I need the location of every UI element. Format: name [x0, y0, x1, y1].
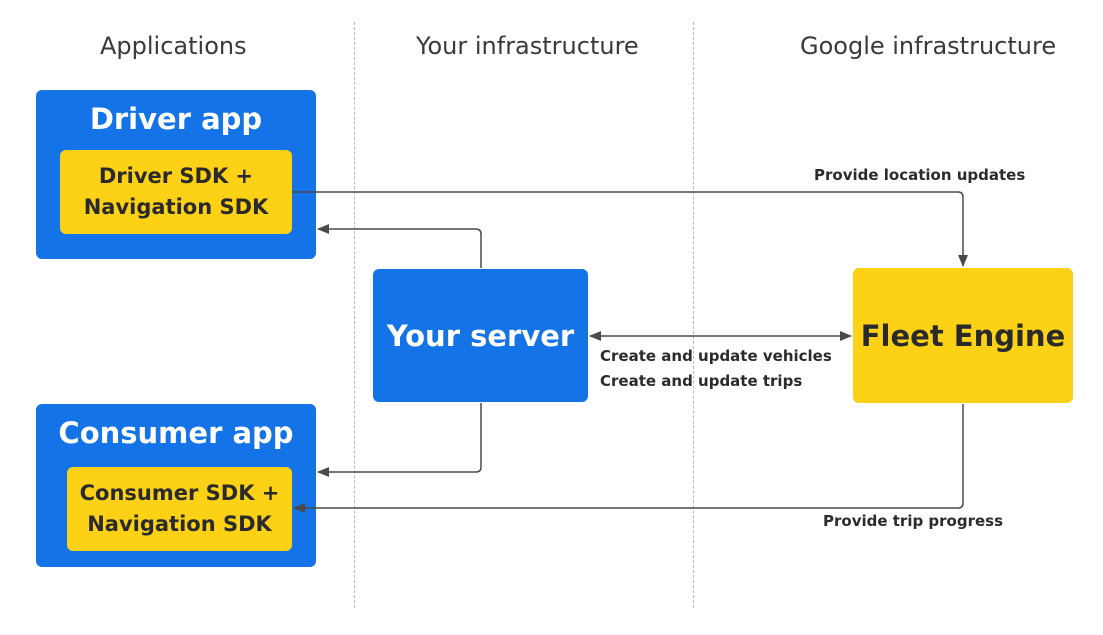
column-title-applications: Applications	[100, 32, 247, 60]
column-divider-right	[693, 22, 694, 608]
consumer-sdk-line2: Navigation SDK	[87, 512, 272, 536]
your-server-label: Your server	[386, 318, 575, 353]
consumer-sdk-box: Consumer SDK + Navigation SDK	[67, 467, 292, 551]
driver-sdk-box: Driver SDK + Navigation SDK	[60, 150, 292, 234]
column-divider-left	[354, 22, 355, 608]
driver-sdk-line1: Driver SDK +	[98, 163, 254, 188]
driver-app-box: Driver app Driver SDK + Navigation SDK	[36, 90, 316, 259]
label-create-update-trips: Create and update trips	[600, 372, 803, 390]
label-create-update-vehicles: Create and update vehicles	[600, 347, 832, 365]
arrow-driver-to-fleet-engine	[292, 191, 968, 267]
label-provide-trip-progress: Provide trip progress	[823, 512, 1004, 530]
fleet-engine-label: Fleet Engine	[860, 318, 1066, 353]
driver-sdk-line2: Navigation SDK	[83, 195, 269, 219]
consumer-app-title: Consumer app	[58, 416, 294, 450]
arrow-fleet-engine-to-consumer-sdk	[293, 404, 964, 513]
arrow-server-to-consumer-app	[317, 403, 482, 477]
driver-app-title: Driver app	[89, 102, 263, 136]
arrow-server-to-driver-app	[317, 224, 482, 268]
consumer-app-box: Consumer app Consumer SDK + Navigation S…	[36, 404, 316, 567]
your-server-box: Your server	[373, 269, 588, 402]
fleet-engine-box: Fleet Engine	[853, 268, 1073, 403]
column-title-your-infrastructure: Your infrastructure	[416, 32, 639, 60]
consumer-sdk-line1: Consumer SDK +	[79, 480, 280, 505]
column-title-google-infrastructure: Google infrastructure	[800, 32, 1057, 60]
label-provide-location-updates: Provide location updates	[814, 166, 1026, 184]
